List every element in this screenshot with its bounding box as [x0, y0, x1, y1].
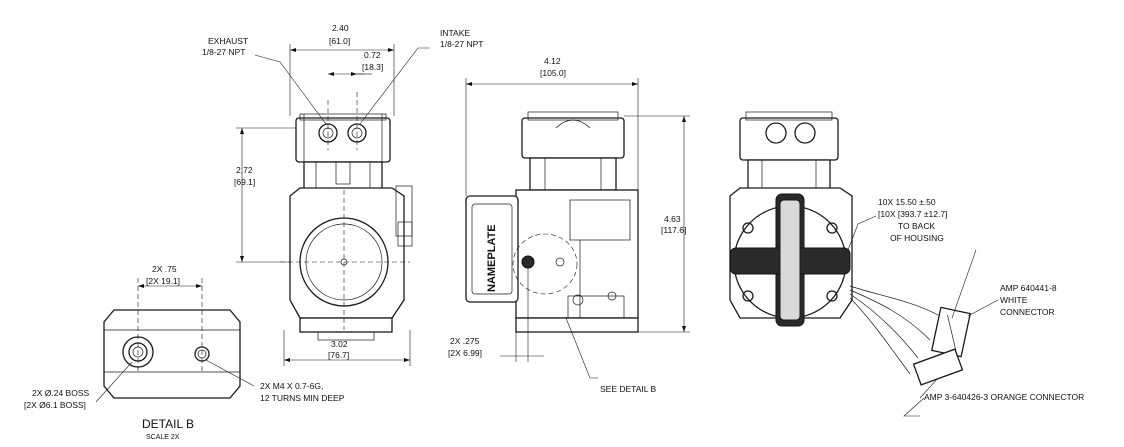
side-view [465, 78, 690, 379]
white-connector-label: CONNECTOR [1000, 307, 1055, 317]
boss-offset-dim: 2X .275 [450, 336, 480, 346]
front-view-dimensions [236, 44, 430, 366]
detail-title: DETAIL B [142, 417, 194, 431]
front-view [280, 92, 413, 341]
white-connector-part: AMP 640441-8 [1000, 283, 1057, 293]
detail-spacing-dim: 2X .75 [152, 264, 177, 274]
port-spacing-dim-mm: [18.3] [362, 62, 383, 72]
base-width-dim: 3.02 [331, 339, 348, 349]
annotation-labels: EXHAUST 1/8-27 NPT INTAKE 1/8-27 NPT 2.4… [24, 23, 1084, 441]
intake-label: INTAKE [440, 28, 470, 38]
detail-scale: SCALE 2X [146, 434, 180, 441]
wire-housing-label: OF HOUSING [890, 233, 944, 243]
width-dim: 2.40 [332, 23, 349, 33]
boss-dia-mm-label: [2X Ø6.1 BOSS] [24, 400, 86, 410]
see-detail-label: SEE DETAIL B [600, 384, 657, 394]
orange-connector-label: AMP 3-640426-3 ORANGE CONNECTOR [924, 392, 1084, 402]
length-dim: 4.12 [544, 56, 561, 66]
wire-length-mm-label: [10X [393.7 ±12.7] [878, 209, 947, 219]
wire-length-label: 10X 15.50 ±.50 [878, 197, 936, 207]
intake-thread-label: 1/8-27 NPT [440, 39, 483, 49]
exhaust-label: EXHAUST [208, 36, 248, 46]
thread-spec-label: 2X M4 X 0.7-6G, [260, 381, 323, 391]
detail-spacing-dim-mm: [2X 19.1] [146, 276, 180, 286]
overall-height-dim-mm: [117.6] [661, 225, 686, 235]
nameplate-label: NAMEPLATE [486, 224, 498, 292]
nameplate-panel [465, 195, 519, 303]
boss-dia-label: 2X Ø.24 BOSS [32, 388, 89, 398]
detail-b [95, 278, 255, 403]
width-dim-mm: [61.0] [329, 36, 350, 46]
wire-back-label: TO BACK [898, 221, 935, 231]
exhaust-thread-label: 1/8-27 NPT [202, 47, 245, 57]
overall-height-dim: 4.63 [664, 214, 681, 224]
base-width-dim-mm: [76.7] [328, 350, 349, 360]
rear-view [729, 111, 999, 417]
port-spacing-dim: 0.72 [364, 50, 381, 60]
thread-depth-label: 12 TURNS MIN DEEP [260, 393, 345, 403]
height-dim-mm: [69.1] [234, 177, 255, 187]
white-connector-color: WHITE [1000, 295, 1028, 305]
boss-offset-dim-mm: [2X 6.99] [448, 348, 482, 358]
length-dim-mm: [105.0] [540, 68, 566, 78]
height-dim: 2.72 [236, 165, 253, 175]
